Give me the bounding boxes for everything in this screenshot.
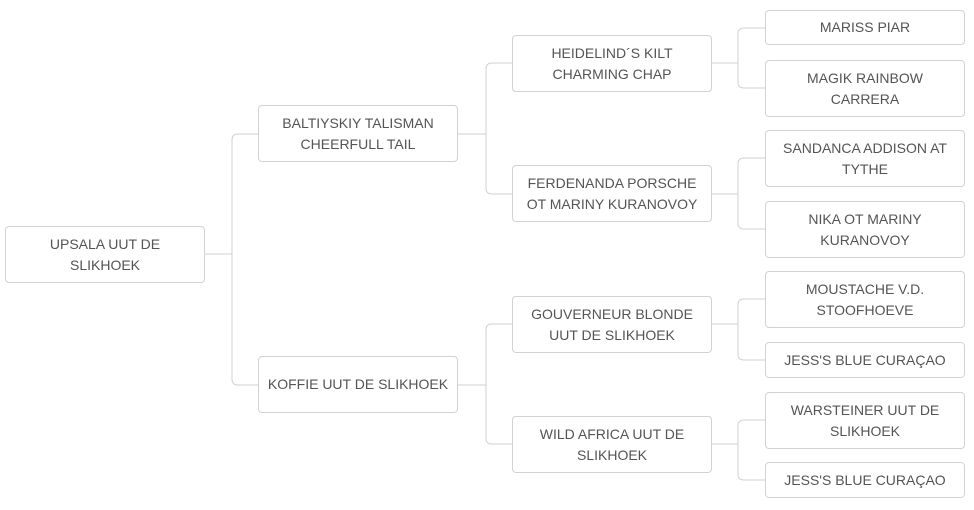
dog-name: WILD AFRICA UUT DE SLIKHOEK [539, 425, 685, 463]
pedigree-gen4-4[interactable]: NIKA OT MARINY KURANOVOY [765, 201, 965, 258]
dog-name: HEIDELIND´S KILT CHARMING CHAP [551, 44, 673, 82]
dog-name: BALTIYSKIY TALISMAN CHEERFULL TAIL [282, 114, 434, 152]
dog-name: GOUVERNEUR BLONDE UUT DE SLIKHOEK [531, 305, 693, 343]
pedigree-sire[interactable]: BALTIYSKIY TALISMAN CHEERFULL TAIL [258, 105, 458, 162]
pedigree-gen4-8[interactable]: JESS'S BLUE CURAÇAO [765, 462, 965, 498]
pedigree-gen4-7[interactable]: WARSTEINER UUT DE SLIKHOEK [765, 392, 965, 449]
connector [711, 27, 765, 89]
dog-name: UPSALA UUT DE SLIKHOEK [49, 235, 161, 273]
pedigree-sire-dam[interactable]: FERDENANDA PORSCHE OT MARINY KURANOVOY [512, 165, 712, 222]
dog-name: SANDANCA ADDISON AT TYTHE [783, 139, 947, 177]
connector [205, 133, 258, 386]
dog-name: JESS'S BLUE CURAÇAO [784, 351, 946, 368]
pedigree-gen4-2[interactable]: MAGIK RAINBOW CARRERA [765, 60, 965, 117]
connector [458, 62, 512, 195]
connector [458, 323, 512, 445]
pedigree-sire-sire[interactable]: HEIDELIND´S KILT CHARMING CHAP [512, 35, 712, 92]
pedigree-gen4-6[interactable]: JESS'S BLUE CURAÇAO [765, 342, 965, 378]
pedigree-dam-dam[interactable]: WILD AFRICA UUT DE SLIKHOEK [512, 416, 712, 473]
dog-name: MAGIK RAINBOW CARRERA [807, 69, 923, 107]
pedigree-dam-sire[interactable]: GOUVERNEUR BLONDE UUT DE SLIKHOEK [512, 296, 712, 353]
pedigree-gen4-3[interactable]: SANDANCA ADDISON AT TYTHE [765, 130, 965, 187]
pedigree-gen4-5[interactable]: MOUSTACHE V.D. STOOFHOEVE [765, 271, 965, 328]
dog-name: FERDENANDA PORSCHE OT MARINY KURANOVOY [526, 174, 698, 212]
connector [711, 298, 765, 361]
dog-name: JESS'S BLUE CURAÇAO [784, 471, 946, 488]
pedigree-subject[interactable]: UPSALA UUT DE SLIKHOEK [5, 226, 205, 283]
dog-name: MARISS PIAR [819, 19, 911, 35]
dog-name: WARSTEINER UUT DE SLIKHOEK [790, 401, 940, 439]
connector [711, 157, 765, 230]
dog-name: MOUSTACHE V.D. STOOFHOEVE [805, 280, 925, 318]
dog-name: KOFFIE UUT DE SLIKHOEK [267, 376, 449, 392]
dog-name: NIKA OT MARINY KURANOVOY [808, 210, 922, 248]
pedigree-dam[interactable]: KOFFIE UUT DE SLIKHOEK [258, 356, 458, 413]
connector [711, 419, 765, 481]
pedigree-gen4-1[interactable]: MARISS PIAR [765, 10, 965, 45]
